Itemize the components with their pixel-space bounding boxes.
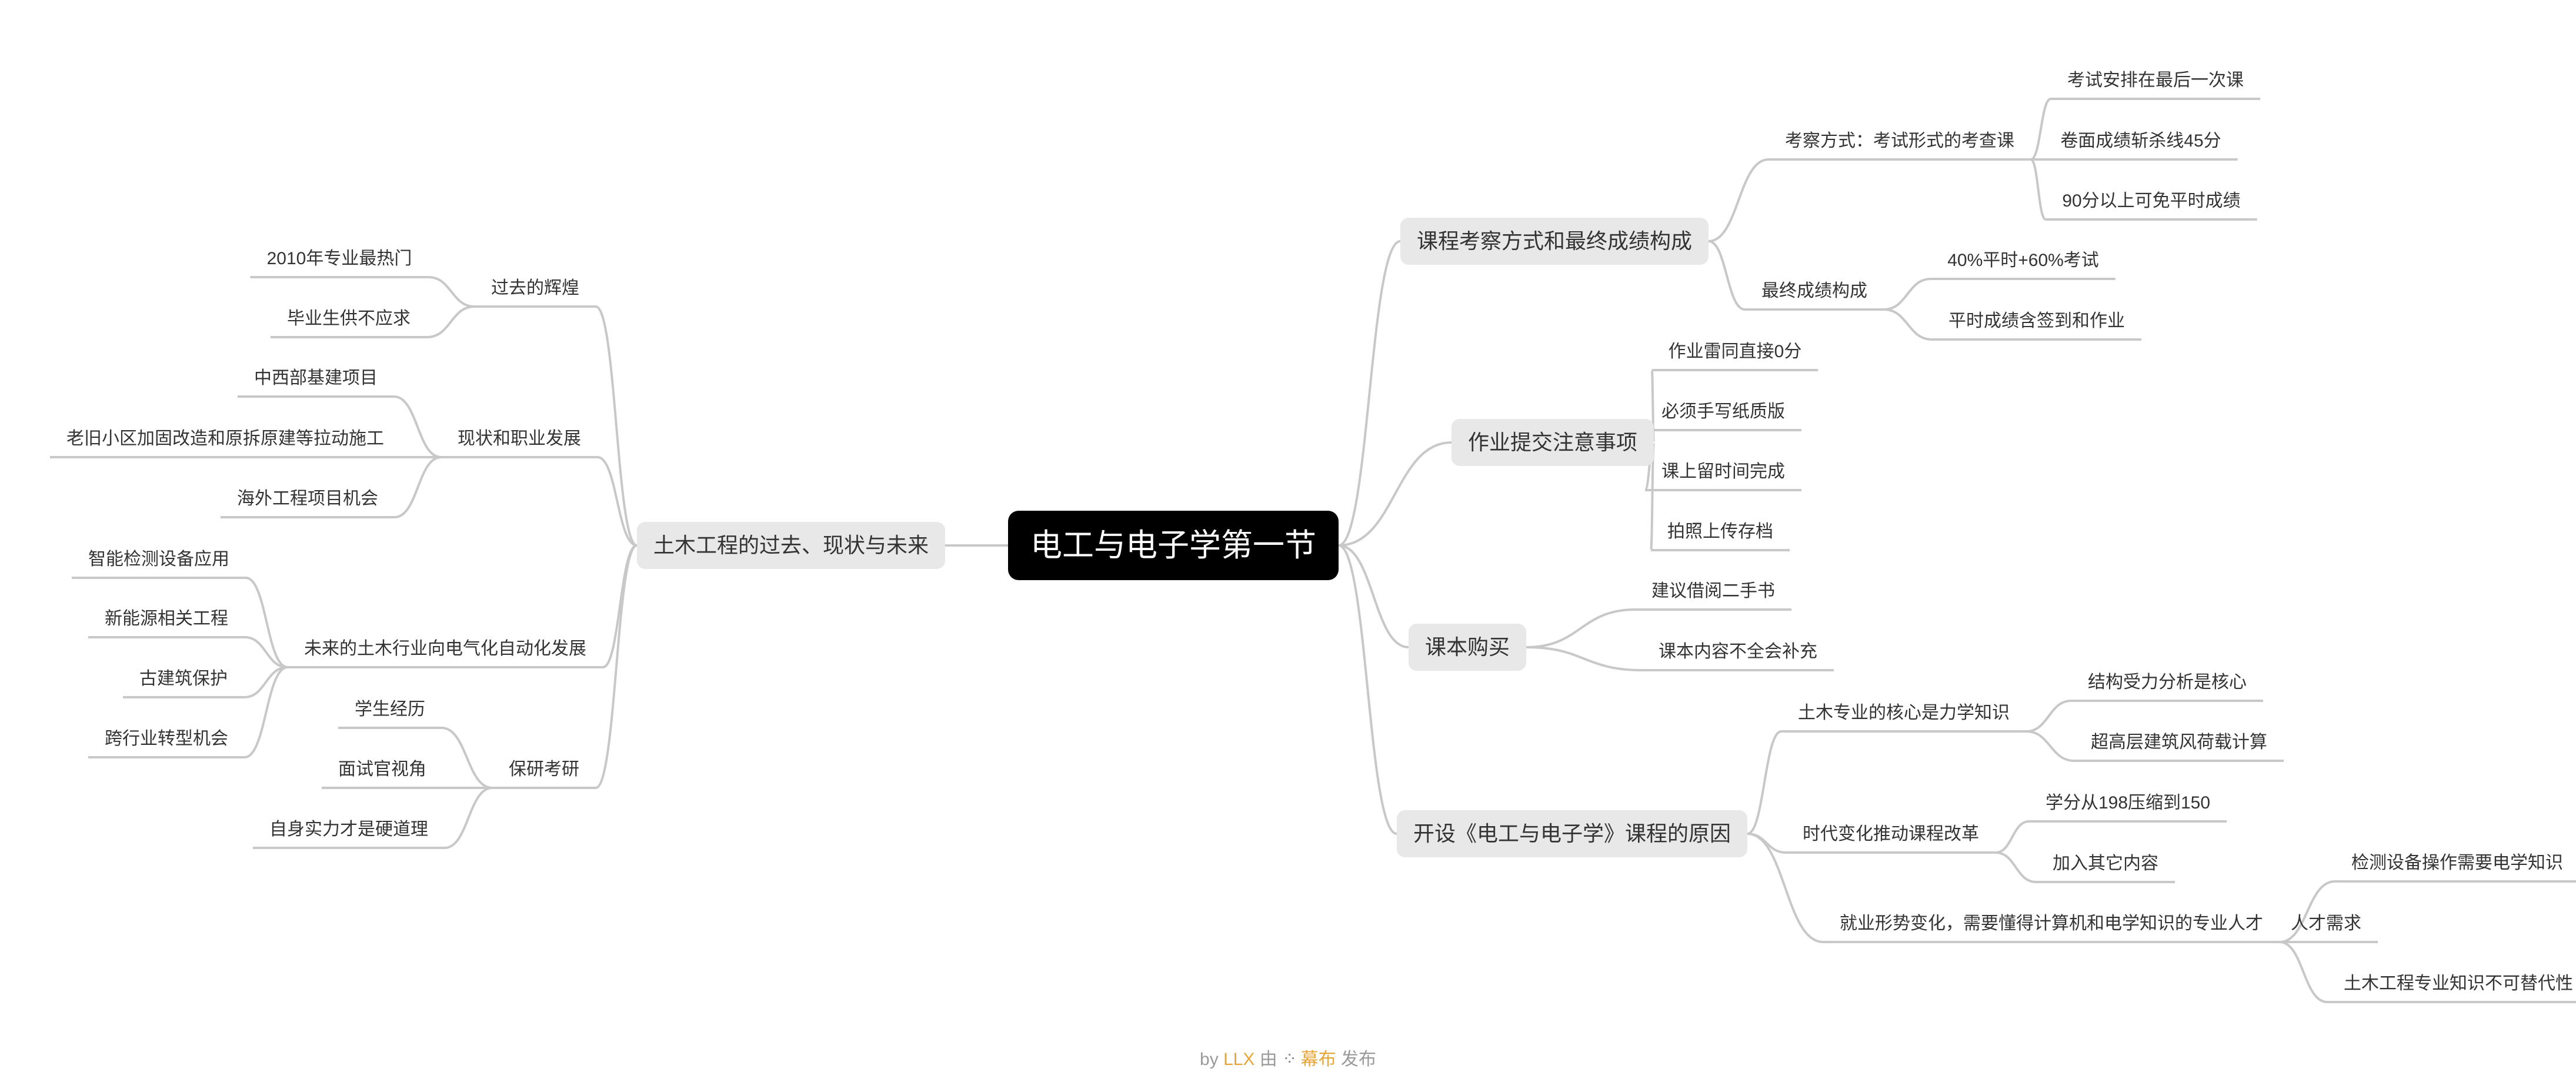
connector-l1a2 <box>426 305 475 338</box>
connector-r4 <box>1338 544 1397 835</box>
subtopic-node-l1b[interactable]: 现状和职业发展 <box>458 429 581 448</box>
subtopic-node-r1b1[interactable]: 40%平时+60%考试 <box>1947 251 2099 270</box>
subtopic-node-r4c1[interactable]: 检测设备操作需要电学知识 <box>2351 853 2563 873</box>
connector-l1d <box>595 544 638 789</box>
connector-l1b <box>597 456 638 547</box>
subtopic-node-l1a2[interactable]: 毕业生供不应求 <box>287 309 411 328</box>
connector-l1a1 <box>428 276 475 308</box>
subtopic-node-r1a3[interactable]: 90分以上可免平时成绩 <box>2062 191 2241 211</box>
connector-r4a <box>1747 730 1782 835</box>
connector-r1 <box>1338 240 1401 547</box>
subtopic-node-r4c[interactable]: 就业形势变化，需要懂得计算机和电学知识的专业人才 <box>1840 914 2263 933</box>
connector-r4b2 <box>1995 851 2037 883</box>
subtopic-node-l1d1[interactable]: 学生经历 <box>355 700 425 719</box>
subtopic-node-r4b2[interactable]: 加入其它内容 <box>2053 854 2158 873</box>
connector-l1c <box>602 544 638 668</box>
subtopic-node-l1d[interactable]: 保研考研 <box>509 760 579 779</box>
subtopic-node-r2b[interactable]: 必须手写纸质版 <box>1661 402 1785 421</box>
connector-r3a <box>1526 608 1636 648</box>
connector-r2 <box>1338 441 1451 547</box>
connector-r4c1 <box>2279 880 2335 943</box>
connector-l1b3 <box>394 456 442 518</box>
publish-credit: by LLX 由 ⁘ 幕布 发布 <box>1200 1044 1376 1070</box>
subtopic-node-l1c1[interactable]: 智能检测设备应用 <box>88 550 229 569</box>
connector-l1b1 <box>393 395 442 458</box>
connector-l1c1 <box>245 577 288 668</box>
credit-via: 由 <box>1259 1050 1277 1069</box>
subtopic-node-r1b2[interactable]: 平时成绩含签到和作业 <box>1948 311 2125 331</box>
connector-r4c3 <box>2279 941 2328 1003</box>
mubu-logo-icon: ⁘ <box>1282 1050 1297 1069</box>
subtopic-node-r4b1[interactable]: 学分从198压缩到150 <box>2045 793 2211 813</box>
subtopic-node-l1b2[interactable]: 老旧小区加固改造和原拆原建等拉动施工 <box>66 429 384 448</box>
subtopic-node-r2c[interactable]: 课上留时间完成 <box>1661 462 1785 481</box>
subtopic-node-r3b[interactable]: 课本内容不全会补充 <box>1659 642 1817 661</box>
connector-l1d1 <box>441 727 493 789</box>
subtopic-node-l1c2[interactable]: 新能源相关工程 <box>105 609 228 628</box>
connector-l1c2 <box>244 636 288 668</box>
connector-r4c <box>1747 833 1824 943</box>
connector-r4b1 <box>1995 820 2030 854</box>
subtopic-node-l1a1[interactable]: 2010年专业最热门 <box>266 249 412 268</box>
subtopic-node-r1b[interactable]: 最终成绩构成 <box>1761 281 1867 301</box>
connector-r3 <box>1338 544 1409 648</box>
subtopic-node-r4a[interactable]: 土木专业的核心是力学知识 <box>1798 703 2010 723</box>
subtopic-node-r3a[interactable]: 建议借阅二手书 <box>1651 581 1775 601</box>
subtopic-node-r1a2[interactable]: 卷面成绩斩杀线45分 <box>2060 131 2221 151</box>
connector-r1b1 <box>1883 278 1931 311</box>
credit-brand-link[interactable]: 幕布 <box>1300 1050 1336 1069</box>
subtopic-node-l1c[interactable]: 未来的土木行业向电气化自动化发展 <box>304 639 586 658</box>
connector-r3b <box>1526 646 1643 671</box>
subtopic-node-l1c3[interactable]: 古建筑保护 <box>139 669 228 688</box>
subtopic-node-l1b3[interactable]: 海外工程项目机会 <box>237 489 378 508</box>
connector-r4a1 <box>2026 700 2072 733</box>
main-topic-node-r2[interactable]: 作业提交注意事项 <box>1451 419 1654 466</box>
connector-l1c3 <box>243 666 288 698</box>
subtopic-node-r1a[interactable]: 考察方式：考试形式的考查课 <box>1785 131 2014 151</box>
subtopic-node-r4b[interactable]: 时代变化推动课程改革 <box>1803 824 1979 844</box>
subtopic-node-l1b1[interactable]: 中西部基建项目 <box>254 368 378 388</box>
main-topic-node-r3[interactable]: 课本购买 <box>1408 624 1527 671</box>
connector-r1a <box>1708 158 1769 242</box>
subtopic-node-l1a[interactable]: 过去的辉煌 <box>491 278 579 298</box>
credit-author-link[interactable]: LLX <box>1223 1050 1255 1069</box>
subtopic-node-r4c3[interactable]: 土木工程专业知识不可替代性 <box>2344 974 2573 993</box>
connector-r1a1 <box>2030 98 2051 161</box>
connector-r4b <box>1747 833 1787 854</box>
credit-action: 发布 <box>1340 1050 1376 1069</box>
subtopic-node-r4c2[interactable]: 人才需求 <box>2291 914 2361 933</box>
main-topic-node-r1[interactable]: 课程考察方式和最终成绩构成 <box>1400 218 1709 265</box>
connector-r1b2 <box>1883 308 1933 341</box>
subtopic-node-l1d3[interactable]: 自身实力才是硬道理 <box>269 820 428 839</box>
main-topic-node-l1[interactable]: 土木工程的过去、现状与未来 <box>636 522 946 569</box>
subtopic-node-l1c4[interactable]: 跨行业转型机会 <box>105 729 228 748</box>
connector-r1a3 <box>2030 158 2047 221</box>
subtopic-node-r2a[interactable]: 作业雷同直接0分 <box>1668 342 1802 361</box>
credit-by: by <box>1200 1050 1219 1069</box>
connector-r1b <box>1708 240 1746 311</box>
subtopic-node-r1a1[interactable]: 考试安排在最后一次课 <box>2067 71 2244 90</box>
connector-l1a <box>595 305 638 547</box>
connector-r4a2 <box>2026 730 2075 762</box>
subtopic-node-r4a1[interactable]: 结构受力分析是核心 <box>2088 673 2247 692</box>
root-topic-node[interactable]: 电工与电子学第一节 <box>1008 511 1339 580</box>
subtopic-node-r2d[interactable]: 拍照上传存档 <box>1667 522 1773 541</box>
connector-l1d3 <box>444 787 493 849</box>
connector-l1c4 <box>244 666 288 758</box>
subtopic-node-r4a2[interactable]: 超高层建筑风荷载计算 <box>2091 733 2267 752</box>
main-topic-node-r4[interactable]: 开设《电工与电子学》课程的原因 <box>1396 810 1748 857</box>
subtopic-node-l1d2[interactable]: 面试官视角 <box>338 760 426 779</box>
